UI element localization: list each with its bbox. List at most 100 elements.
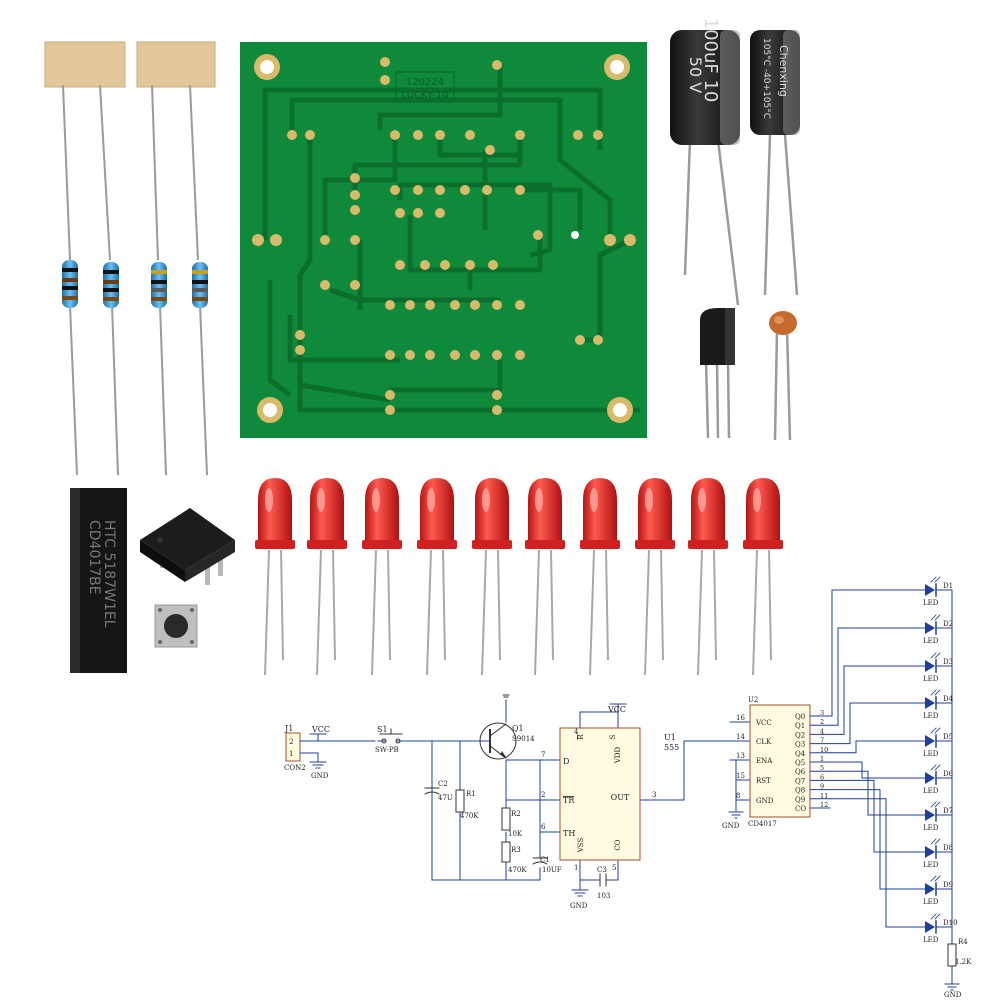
u1-pin-co: CO (614, 839, 622, 850)
chip-text-top: HTC 5187W1EL (101, 520, 117, 628)
led (417, 478, 457, 676)
resistors (44, 41, 216, 476)
u1-pin-vdd: VDD (614, 746, 622, 764)
transistor (700, 308, 735, 439)
led (362, 478, 402, 676)
c2-value: 47U (438, 794, 453, 802)
pcb-via (571, 231, 579, 239)
ic-555 (140, 508, 235, 585)
led-label: LED (923, 861, 939, 869)
j1-name: CON2 (284, 764, 306, 772)
u2-pin-label: Q4 (795, 750, 806, 758)
led (307, 478, 347, 676)
r3-ref: R3 (511, 846, 521, 854)
j1-connector: J1 2 1 CON2 (284, 724, 306, 772)
r2-ref: R2 (511, 810, 521, 818)
gnd-label-u1: GND (570, 902, 588, 910)
u2-pin-number: 15 (736, 772, 745, 780)
u1-num-1: 1 (574, 864, 578, 872)
c3-ref: C3 (597, 866, 607, 874)
led (743, 478, 783, 676)
u1-pin-s: S (609, 734, 617, 739)
c1-capacitor: C1 10UF (532, 856, 562, 874)
u2-pin-number: 16 (736, 714, 745, 722)
led-label: LED (923, 787, 939, 795)
led-ladder: D1LEDD2LEDD3LEDD4LEDD5LEDD6LEDD7LEDD8LED… (829, 576, 958, 944)
r4-resistor: R4 1.2K GND (944, 938, 972, 999)
led-ref: D6 (943, 770, 954, 778)
u2-pin-label: VCC (755, 719, 772, 727)
push-button (154, 604, 198, 648)
u2-pin-label: ENA (756, 757, 773, 765)
j1-ref: J1 (284, 724, 293, 733)
u2-pin-label: RST (756, 777, 771, 785)
pcb-label-1: 120224 (406, 77, 444, 88)
c1-ref: C1 (540, 856, 550, 864)
u1-pin-out: OUT (611, 793, 630, 802)
ceramic-capacitor (769, 311, 797, 441)
q1-transistor: Q1 S9014 (479, 694, 535, 760)
resistor-tape-right (136, 41, 216, 88)
schematic-led: D9 LED (829, 789, 953, 906)
s1-switch: S1 SW-PB (375, 725, 405, 754)
r2-resistor: R2 10K (501, 807, 523, 838)
s1-name: SW-PB (375, 746, 399, 754)
u2-pin-label: Q0 (795, 713, 805, 721)
led-ref: D10 (943, 919, 958, 927)
u2-pin-label: Q3 (795, 741, 805, 749)
resistor-tape-left (44, 41, 126, 88)
led-label: LED (923, 637, 939, 645)
u1-num-2: 2 (541, 791, 545, 799)
led-ref: D3 (943, 658, 953, 666)
u2-pin-number: 13 (736, 752, 745, 760)
u2-pin-number: 2 (820, 718, 824, 726)
c3-capacitor: C3 103 (597, 866, 610, 900)
pcb-board: 120224 LUCKY-10 (240, 42, 647, 438)
led (635, 478, 675, 676)
u2-pin-label: Q8 (795, 787, 805, 795)
u1-pin-tr: TR (563, 796, 575, 805)
cap-large-voltage: 50 V (686, 57, 705, 93)
r3-resistor: R3 470K (501, 841, 527, 874)
cap-large-label: 100uF 10 (700, 18, 721, 103)
led-label: LED (923, 936, 939, 944)
u2-pin-label: Q7 (795, 777, 805, 785)
u1-name: 555 (664, 743, 679, 752)
u2-pin-number: 6 (820, 773, 824, 781)
led-ref: D2 (943, 620, 953, 628)
resistor (192, 262, 208, 308)
electrolytic-capacitor-small: Chenxing 105°C -40+105°C (750, 30, 800, 296)
c3-value: 103 (597, 892, 610, 900)
resistor (103, 262, 119, 308)
r3-value: 470K (508, 866, 527, 874)
u2-pin-number: 12 (820, 801, 828, 809)
u2-name: CD4017 (748, 820, 777, 828)
u2-pin-number: 3 (820, 709, 824, 717)
led-row (255, 478, 783, 676)
u2-pin-number: 9 (820, 783, 824, 791)
u1-ref: U1 (664, 733, 676, 742)
u1-pin-d: D (563, 757, 569, 766)
r4-value: 1.2K (955, 958, 972, 966)
led (472, 478, 512, 676)
led-ref: D5 (943, 733, 953, 741)
resistor (151, 262, 167, 308)
led-ref: D1 (943, 582, 953, 590)
u2-pin-number: 14 (736, 733, 745, 741)
u2-pin-label: Q1 (795, 722, 805, 730)
u2-pin-number: 1 (820, 755, 824, 763)
u2-pin-label: Q2 (795, 731, 805, 739)
led-label: LED (923, 824, 939, 832)
u2-pin-label: Q5 (795, 759, 805, 767)
u2-pin-number: 4 (820, 727, 824, 735)
led-ref: D9 (943, 881, 953, 889)
led-ref: D8 (943, 844, 953, 852)
led-label: LED (923, 712, 939, 720)
gnd-label-j1: GND (311, 772, 329, 780)
